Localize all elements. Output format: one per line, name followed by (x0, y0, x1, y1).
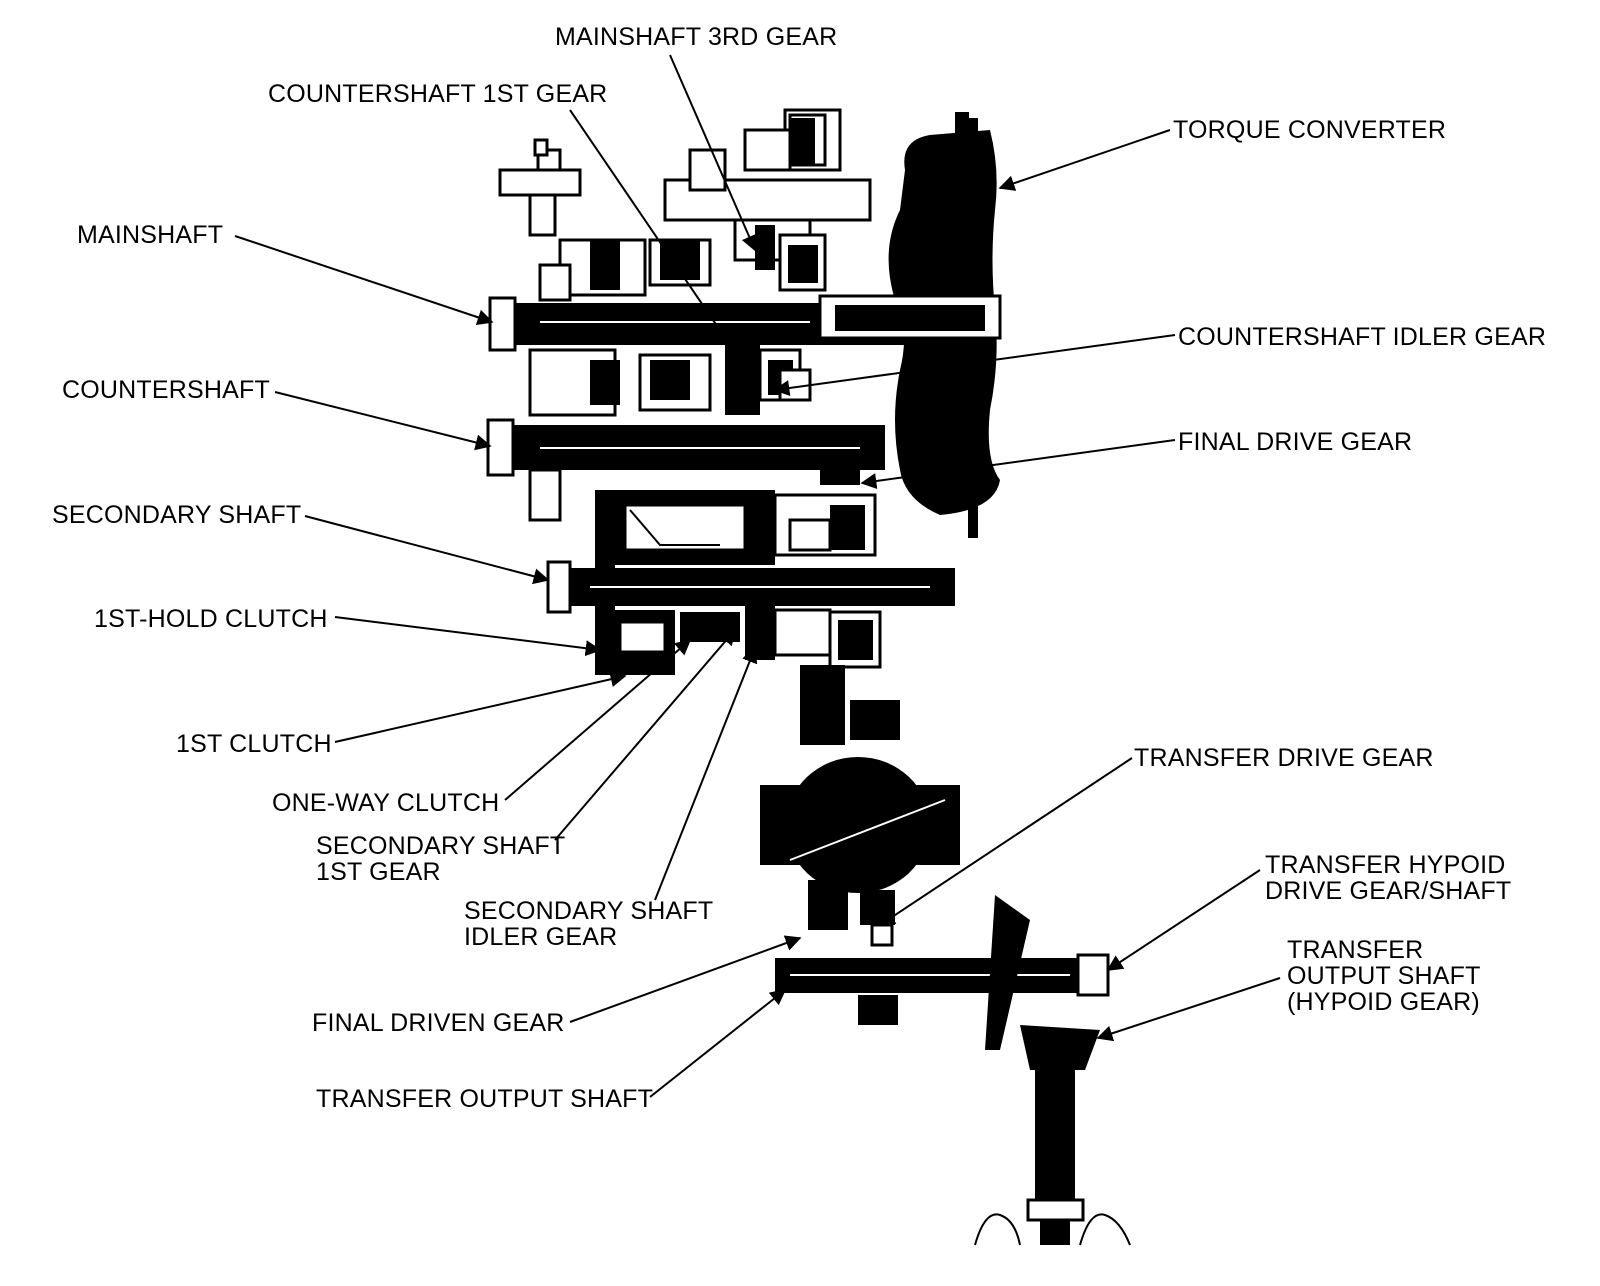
label-transfer-drive-gear: TRANSFER DRIVE GEAR (1134, 744, 1434, 772)
label-countershaft-idler-gear: COUNTERSHAFT IDLER GEAR (1178, 323, 1547, 351)
label-mainshaft-3rd-gear: MAINSHAFT 3RD GEAR (555, 23, 838, 51)
secondary-shaft-part (546, 560, 955, 614)
label-mainshaft: MAINSHAFT (77, 221, 224, 249)
label-transfer-output-shaft: TRANSFER OUTPUT SHAFT (316, 1085, 654, 1113)
label-one-way-clutch: ONE-WAY CLUTCH (272, 789, 500, 817)
label-transfer-hypoid-drive-gear-line1: TRANSFER HYPOID (1265, 851, 1506, 879)
label-secondary-shaft-1st-gear-line2: 1ST GEAR (316, 858, 441, 886)
secondary-clutch-assembly (595, 490, 877, 655)
label-secondary-shaft-idler-gear-line2: IDLER GEAR (464, 923, 618, 951)
leader-lines (234, 54, 1281, 1098)
label-transfer-hypoid-drive-gear-line2: DRIVE GEAR/SHAFT (1265, 877, 1512, 905)
label-countershaft-1st-gear: COUNTERSHAFT 1ST GEAR (268, 80, 608, 108)
upper-gear-assemblies (498, 108, 872, 302)
label-1st-clutch: 1ST CLUTCH (176, 730, 332, 758)
label-secondary-shaft: SECONDARY SHAFT (52, 501, 302, 529)
transfer-output-shaft-part (775, 953, 1110, 1025)
label-transfer-output-shaft-hypoid-line2: OUTPUT SHAFT (1287, 962, 1481, 990)
label-secondary-shaft-idler-gear-line1: SECONDARY SHAFT (464, 897, 714, 925)
label-final-driven-gear: FINAL DRIVEN GEAR (312, 1009, 565, 1037)
label-1st-hold-clutch: 1ST-HOLD CLUTCH (94, 605, 328, 633)
mainshaft-part (488, 294, 1002, 352)
label-final-drive-gear: FINAL DRIVE GEAR (1178, 428, 1413, 456)
label-secondary-shaft-1st-gear-line1: SECONDARY SHAFT (316, 832, 566, 860)
label-transfer-output-shaft-hypoid-line3: (HYPOID GEAR) (1287, 988, 1480, 1016)
label-countershaft: COUNTERSHAFT (62, 376, 270, 404)
label-transfer-output-shaft-hypoid-line1: TRANSFER (1287, 936, 1424, 964)
lower-clutch-assembly (595, 605, 882, 675)
hypoid-gear-part (974, 895, 1131, 1246)
middle-gear-assemblies (528, 345, 812, 417)
differential-part (760, 665, 960, 947)
label-torque-converter: TORQUE CONVERTER (1173, 116, 1447, 144)
